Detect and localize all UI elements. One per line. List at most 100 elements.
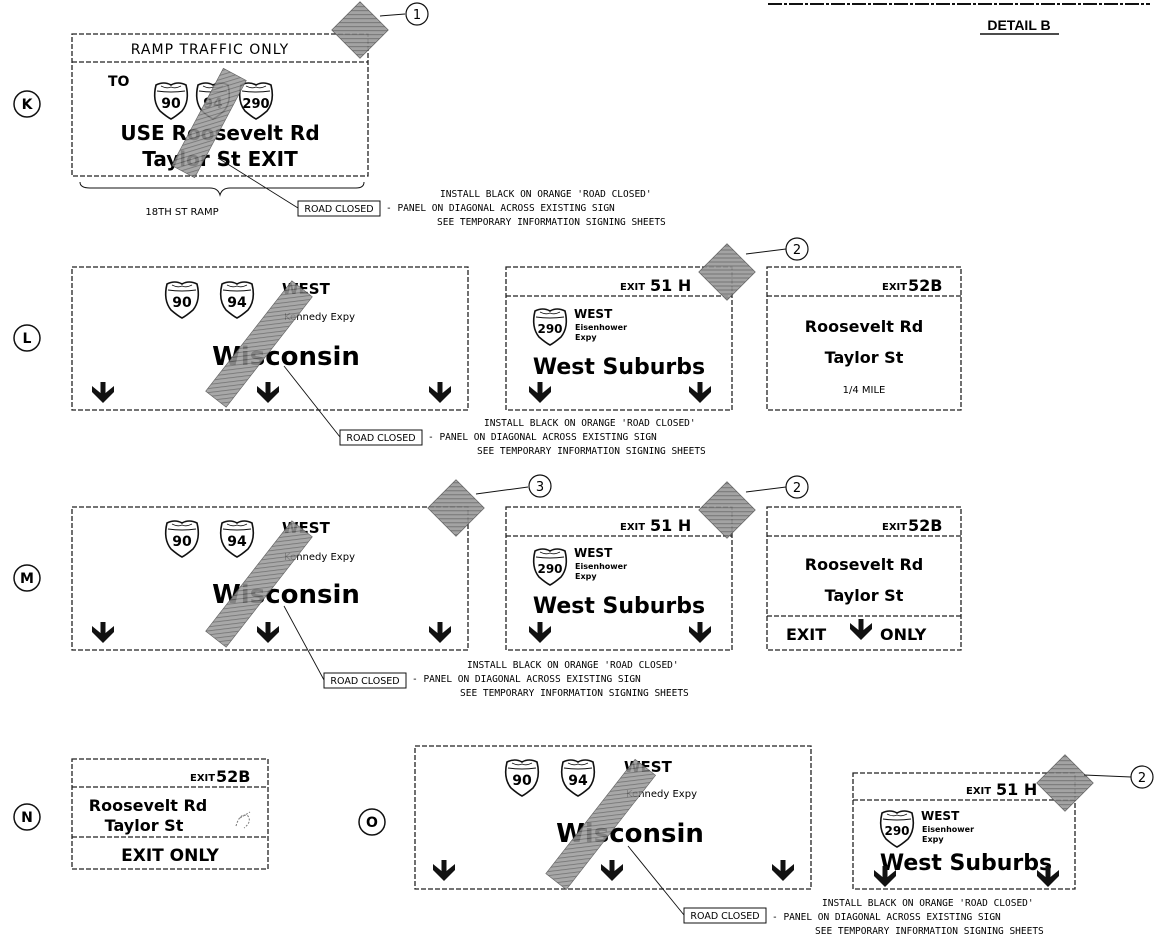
svg-text:Eisenhower: Eisenhower (575, 562, 627, 571)
callout-diamond-1 (331, 1, 389, 59)
svg-text:Expy: Expy (575, 572, 597, 581)
sign-o-eisenhower: EXIT 51 H 290 WEST Eisenhower Expy West … (852, 754, 1154, 890)
svg-text:West Suburbs: West Suburbs (880, 851, 1052, 876)
svg-text:2: 2 (1138, 771, 1146, 786)
interstate-290-shield: 290 (532, 308, 568, 346)
sign-m-52b: EXIT 52B Roosevelt Rd Taylor St EXIT ONL… (766, 506, 962, 651)
svg-text:L: L (23, 331, 32, 347)
svg-text:94: 94 (227, 295, 247, 311)
svg-text:- PANEL ON DIAGONAL ACROSS EXI: - PANEL ON DIAGONAL ACROSS EXISTING SIGN (412, 674, 641, 685)
svg-text:290: 290 (537, 562, 562, 576)
sign-k-to: TO (108, 74, 130, 90)
svg-text:3: 3 (536, 480, 544, 495)
interstate-90-shield: 90 (153, 82, 189, 120)
interstate-290-shield: 290 (879, 810, 915, 848)
row-label-k: K (13, 90, 41, 118)
interstate-94-shield: 94 (219, 520, 255, 558)
sign-l-eisenhower: EXIT 51 H 290 WEST Eisenhower Expy West … (505, 237, 809, 411)
svg-text:51 H: 51 H (650, 276, 691, 295)
svg-text:M: M (20, 571, 34, 587)
sign-l-kennedy: 90 94 WEST Kennedy Expy Wisconsin (71, 266, 469, 411)
road-closed-note-l: ROAD CLOSED INSTALL BLACK ON ORANGE 'ROA… (283, 365, 706, 457)
svg-text:Eisenhower: Eisenhower (575, 323, 627, 332)
svg-text:90: 90 (172, 534, 192, 550)
road-closed-panel-o (545, 758, 656, 890)
sign-o-kennedy: 90 94 WEST Kennedy Expy Wisconsin (414, 745, 812, 890)
svg-text:1/4 MILE: 1/4 MILE (843, 385, 886, 396)
svg-text:EXIT: EXIT (620, 522, 645, 533)
svg-text:290: 290 (537, 322, 562, 336)
sign-k: RAMP TRAFFIC ONLY TO 90 94 290 USE Roose… (71, 1, 429, 218)
svg-text:WEST: WEST (574, 546, 613, 560)
svg-text:- PANEL ON DIAGONAL ACROSS EXI: - PANEL ON DIAGONAL ACROSS EXISTING SIGN (428, 432, 657, 443)
svg-text:ROAD CLOSED: ROAD CLOSED (330, 676, 399, 687)
svg-text:West Suburbs: West Suburbs (533, 355, 705, 380)
svg-text:Roosevelt Rd: Roosevelt Rd (89, 796, 207, 815)
interstate-90-shield: 90 (164, 520, 200, 558)
interstate-290-shield: 290 (238, 82, 274, 120)
svg-text:51 H: 51 H (650, 516, 691, 535)
svg-text:52B: 52B (908, 276, 942, 295)
row-labels: K L M N O (13, 90, 386, 836)
svg-text:SEE TEMPORARY INFORMATION SIGN: SEE TEMPORARY INFORMATION SIGNING SHEETS (437, 217, 666, 228)
svg-text:290: 290 (884, 824, 909, 838)
callout-diamond-2b (698, 481, 756, 539)
callout-2 (785, 475, 809, 499)
svg-text:Roosevelt Rd: Roosevelt Rd (805, 317, 923, 336)
sign-l-52b: EXIT 52B Roosevelt Rd Taylor St 1/4 MILE (766, 266, 962, 411)
ramp-label: 18TH ST RAMP (145, 207, 218, 218)
sign-m-eisenhower: EXIT 51 H 290 WEST Eisenhower Expy West … (505, 475, 809, 651)
svg-text:INSTALL BLACK ON ORANGE 'ROAD: INSTALL BLACK ON ORANGE 'ROAD CLOSED' (484, 418, 696, 429)
svg-text:Taylor St: Taylor St (825, 586, 904, 605)
svg-text:90: 90 (161, 96, 181, 112)
sign-m-kennedy: 90 94 WEST Kennedy Expy Wisconsin 3 (71, 474, 552, 651)
svg-text:West Suburbs: West Suburbs (533, 594, 705, 619)
svg-text:SEE TEMPORARY INFORMATION SIGN: SEE TEMPORARY INFORMATION SIGNING SHEETS (477, 446, 706, 457)
interstate-94-shield: 94 (560, 759, 596, 797)
svg-text:EXIT: EXIT (190, 773, 215, 784)
svg-text:290: 290 (242, 97, 269, 112)
road-closed-note-k: ROAD CLOSED INSTALL BLACK ON ORANGE 'ROA… (217, 157, 666, 228)
svg-text:- PANEL ON DIAGONAL ACROSS EXI: - PANEL ON DIAGONAL ACROSS EXISTING SIGN (772, 912, 1001, 923)
row-label-m: M (13, 564, 41, 592)
row-label-o: O (358, 808, 386, 836)
svg-text:SEE TEMPORARY INFORMATION SIGN: SEE TEMPORARY INFORMATION SIGNING SHEETS (815, 926, 1044, 937)
svg-text:Taylor St: Taylor St (825, 348, 904, 367)
svg-text:- PANEL ON DIAGONAL ACROSS EXI: - PANEL ON DIAGONAL ACROSS EXISTING SIGN (386, 203, 615, 214)
svg-text:INSTALL BLACK ON ORANGE 'ROAD: INSTALL BLACK ON ORANGE 'ROAD CLOSED' (440, 189, 652, 200)
svg-text:Roosevelt Rd: Roosevelt Rd (805, 555, 923, 574)
interstate-290-shield: 290 (532, 548, 568, 586)
sign-k-header: RAMP TRAFFIC ONLY (131, 42, 289, 58)
svg-text:ONLY: ONLY (880, 625, 927, 644)
svg-text:Expy: Expy (922, 835, 944, 844)
svg-text:Kennedy Expy: Kennedy Expy (284, 312, 355, 323)
callout-diamond-2 (698, 243, 756, 301)
svg-text:N: N (21, 810, 33, 826)
svg-text:ROAD CLOSED: ROAD CLOSED (690, 911, 759, 922)
svg-text:Kennedy Expy: Kennedy Expy (626, 789, 697, 800)
arrow-sketch-icon (235, 811, 251, 829)
road-closed-tag-k: ROAD CLOSED (304, 204, 373, 215)
interstate-90-shield: 90 (504, 759, 540, 797)
svg-text:90: 90 (172, 295, 192, 311)
interstate-90-shield: 90 (164, 281, 200, 319)
svg-text:90: 90 (512, 773, 532, 789)
svg-text:EXIT: EXIT (882, 282, 907, 293)
callout-3 (528, 474, 552, 498)
svg-text:SEE TEMPORARY INFORMATION SIGN: SEE TEMPORARY INFORMATION SIGNING SHEETS (460, 688, 689, 699)
svg-text:INSTALL BLACK ON ORANGE 'ROAD: INSTALL BLACK ON ORANGE 'ROAD CLOSED' (467, 660, 679, 671)
svg-text:Taylor St: Taylor St (105, 816, 184, 835)
svg-text:94: 94 (227, 534, 247, 550)
svg-text:52B: 52B (908, 516, 942, 535)
svg-text:EXIT ONLY: EXIT ONLY (121, 846, 219, 866)
row-label-n: N (13, 803, 41, 831)
road-closed-panel-m (205, 520, 313, 648)
ramp-brace (79, 181, 365, 197)
road-closed-note-o: ROAD CLOSED INSTALL BLACK ON ORANGE 'ROA… (627, 845, 1044, 937)
road-closed-panel-l (205, 280, 313, 408)
header-area: DETAIL B (768, 3, 1150, 35)
callout-1 (405, 2, 429, 26)
svg-text:EXIT: EXIT (966, 786, 991, 797)
svg-text:2: 2 (793, 481, 801, 496)
svg-text:52B: 52B (216, 767, 250, 786)
